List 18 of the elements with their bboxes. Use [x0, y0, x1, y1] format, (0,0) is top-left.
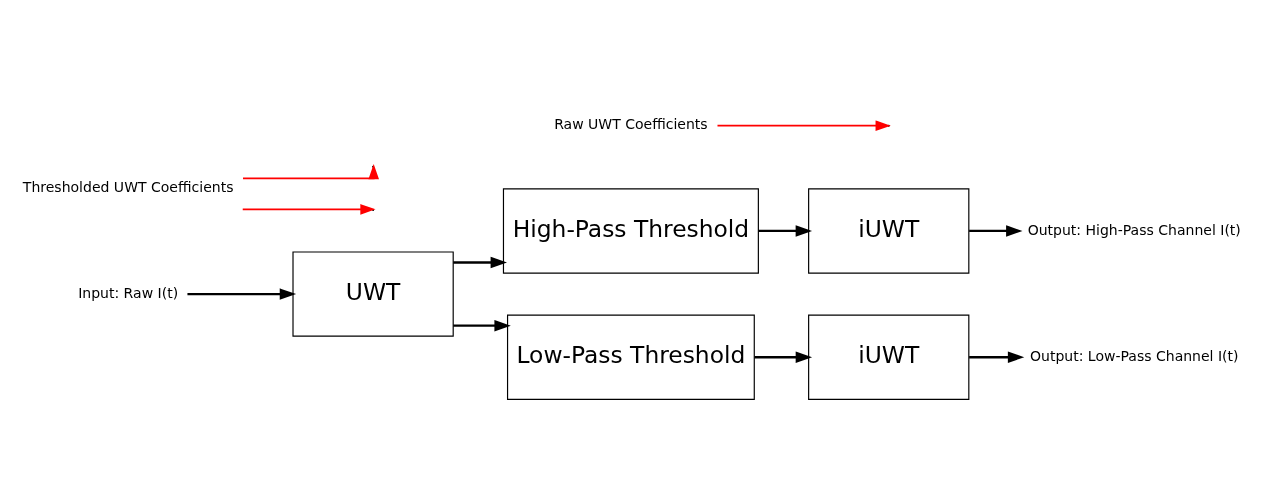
node-text: Raw UWT Coefficients: [554, 116, 708, 133]
arrow: [453, 319, 511, 332]
arrow: [754, 351, 813, 363]
node-text: Thresholded UWT Coefficients: [22, 179, 234, 196]
node-text: Output: High-Pass Channel I(t): [1027, 221, 1241, 238]
arrow: [758, 225, 813, 237]
node-box: Low-Pass Threshold: [506, 314, 755, 400]
arrow: [969, 225, 1023, 237]
node-text: Input: Raw I(t): [78, 284, 179, 301]
arrow: [241, 204, 376, 215]
arrow: [969, 351, 1025, 363]
node-box: iUWT: [808, 188, 970, 274]
node-text: Output: Low-Pass Channel I(t): [1029, 347, 1239, 364]
arrow: [453, 256, 507, 269]
node-box: High-Pass Threshold: [502, 188, 759, 274]
node-box: iUWT: [808, 314, 970, 400]
node-box: UWT: [292, 251, 454, 337]
arrow: [187, 288, 297, 300]
